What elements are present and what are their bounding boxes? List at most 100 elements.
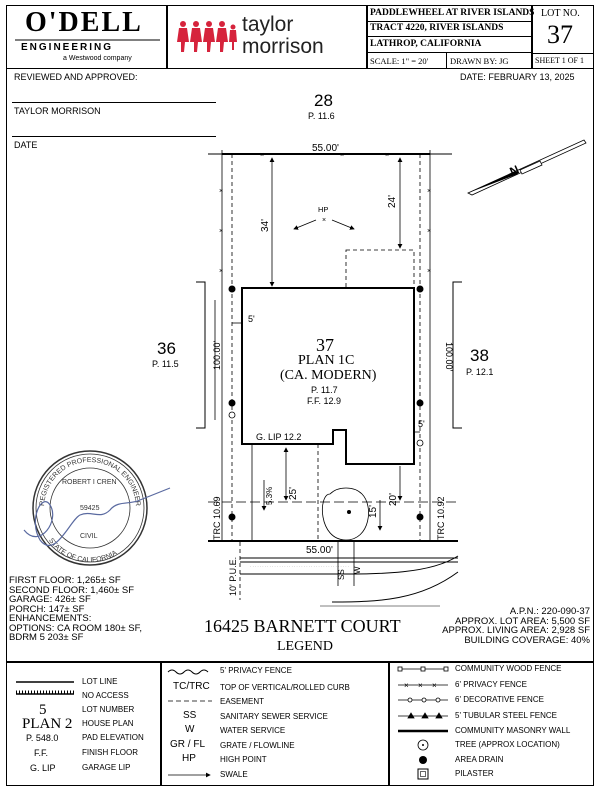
project-row-divider-2 [366, 36, 531, 37]
people-icon [177, 21, 237, 52]
taylor-morrison-logo: taylor morrison [176, 12, 360, 60]
odell-logo-tag: a Westwood company [63, 55, 132, 62]
legend-sample-ff: F.F. [34, 748, 49, 758]
svg-text:×: × [260, 152, 264, 159]
lot-number: 37 [547, 20, 573, 49]
stat-coverage: BUILDING COVERAGE: 40% [464, 634, 590, 646]
taylor-logo-line1: taylor [242, 13, 294, 36]
stat-apn: A.P.N.: 220-090-37 [509, 606, 590, 617]
legend-privacy5: 5' PRIVACY FENCE [220, 666, 292, 675]
svg-text:×: × [427, 228, 431, 235]
legend-sample-number: 5 [39, 702, 47, 718]
company-name: TAYLOR MORRISON [14, 106, 101, 116]
side-left-label: 5' [248, 314, 255, 324]
legend-sample-plan: PLAN 2 [22, 716, 73, 732]
drawing-frame [6, 69, 594, 662]
legend-divider-2 [388, 662, 390, 786]
legend-masonry: COMMUNITY MASONRY WALL [455, 726, 571, 735]
neighbor-bracket-right [452, 281, 462, 429]
lot-top-number: 28 [314, 91, 333, 110]
legend-title: LEGEND [277, 639, 333, 654]
sidewalk [240, 555, 459, 607]
lot-left-pad: P. 11.5 [152, 359, 179, 369]
svg-text:×: × [427, 188, 431, 195]
lot-stats: A.P.N.: 220-090-37 APPROX. LOT AREA: 5,5… [442, 607, 590, 645]
legend-garage-lip: GARAGE LIP [82, 763, 131, 772]
hp-arrow-right [331, 219, 355, 230]
drain-legend-symbol [419, 756, 427, 764]
trc-left-label: TRC 10.69 [212, 496, 222, 540]
ss-label: SS [337, 569, 346, 580]
legend-hp-desc: HIGH POINT [220, 755, 267, 764]
north-arrow [467, 139, 587, 196]
area-porch: PORCH: 147± SF [9, 603, 85, 615]
depth-right-label: 100.00' [444, 342, 454, 372]
legend-w: W [185, 724, 195, 735]
house-plan-name: PLAN 1C [298, 353, 355, 368]
legend-drain: AREA DRAIN [455, 755, 504, 764]
tree-center [347, 510, 351, 514]
odell-logo-sub: ENGINEERING [21, 42, 114, 53]
project-row-divider-1 [366, 21, 531, 22]
svg-text:×: × [432, 681, 437, 690]
setback-left-label: 34' [260, 219, 271, 232]
header [6, 5, 594, 69]
rear-20-label: 20' [388, 493, 399, 506]
setback-right-label: 24' [387, 195, 398, 208]
svg-text:×: × [219, 228, 223, 235]
svg-text:· · · · · · · · · · · · · · ·: · · · · · · · · · · · · · · · · · · · · … [250, 564, 349, 569]
neighbor-bracket-left [196, 281, 206, 429]
lot-line-right [419, 150, 431, 540]
reviewed-label: REVIEWED AND APPROVED: [14, 72, 138, 82]
legend-gr: GR / FL [170, 739, 206, 750]
area-second: SECOND FLOOR: 1,460± SF [9, 584, 135, 596]
privacy5-symbol [167, 669, 209, 675]
drive-depth-label: 25' [288, 487, 299, 500]
lot-no-label: LOT NO. [541, 8, 580, 19]
project-row-divider-4 [446, 52, 447, 69]
legend-w-desc: WATER SERVICE [220, 726, 286, 735]
side-right-label: 5' [418, 419, 425, 429]
legend-tree: TREE (APPROX LOCATION) [455, 740, 560, 749]
legend-privacy6: 6' PRIVACY FENCE [455, 680, 527, 689]
width-bottom-label: 55.00' [306, 545, 333, 556]
stamp-civil: CIVIL [80, 533, 98, 540]
width-top-label: 55.00' [312, 143, 339, 154]
stamp-number: 59425 [80, 505, 100, 512]
legend-easement: EASEMENT [220, 697, 265, 706]
date-label: DATE [14, 140, 38, 150]
svg-text:×: × [418, 681, 423, 690]
house-footprint [241, 287, 415, 465]
project-scale: SCALE: 1" = 20' [370, 56, 429, 66]
tubular5-symbol [398, 712, 448, 719]
slope-label: 5.3% [265, 487, 274, 505]
lot-top-pad: P. 11.6 [308, 111, 335, 121]
stamp-name: ROBERT I CREN [62, 479, 117, 486]
project-row-divider-3 [366, 52, 531, 53]
svg-text:×: × [219, 188, 223, 195]
svg-text:×: × [340, 152, 344, 159]
legend-sample-glip: G. LIP [30, 763, 56, 773]
legend-divider-1 [160, 662, 162, 786]
lot-line-left [221, 150, 233, 540]
lot-right-number: 38 [470, 346, 489, 365]
header-divider-3 [531, 5, 533, 69]
svg-text:×: × [385, 152, 389, 159]
decorative6-symbol [398, 697, 448, 703]
project-drawn-by: DRAWN BY: JG [450, 56, 509, 66]
legend-box [6, 662, 594, 786]
header-divider-1 [166, 5, 168, 69]
hp-mark: × [322, 217, 326, 224]
house-ff: F.F. 12.9 [307, 396, 342, 406]
house-lot-number: 37 [316, 335, 334, 355]
wood-fence-symbol [397, 666, 449, 672]
hp-arrow-left [293, 219, 317, 230]
legend-ss: SS [183, 710, 197, 721]
svg-text:×: × [404, 681, 409, 690]
taylor-logo-line2: morrison [242, 35, 324, 58]
rear-15-label: 15' [368, 505, 379, 518]
header-divider-2 [366, 5, 368, 69]
tree-legend-symbol [417, 739, 429, 751]
